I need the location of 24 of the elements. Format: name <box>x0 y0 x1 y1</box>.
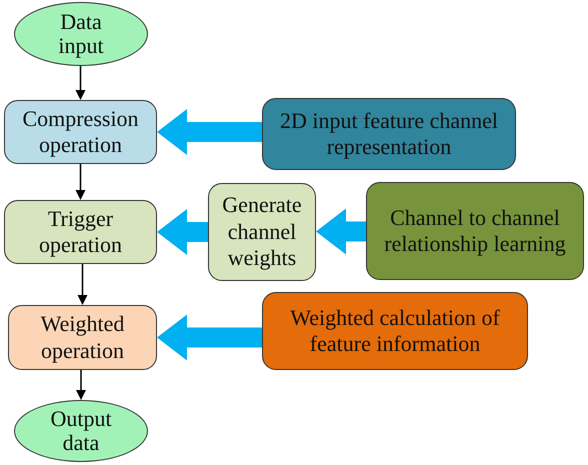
process-box <box>208 183 316 281</box>
node-label: Output data <box>49 406 113 456</box>
node-label: 2D input feature channel representation <box>278 108 500 160</box>
node-label: Weighted calculation of feature information <box>289 304 501 358</box>
arrow <box>76 66 86 100</box>
process-box <box>8 305 157 370</box>
process-box <box>4 200 157 264</box>
process-box <box>262 98 516 170</box>
block-arrow <box>157 314 262 360</box>
node-label: Compression operation <box>21 106 140 158</box>
arrow <box>78 264 88 305</box>
block-arrow <box>157 109 262 155</box>
process-box <box>4 100 157 164</box>
process-box <box>366 182 584 280</box>
process-box <box>262 292 528 370</box>
block-arrow <box>316 208 366 254</box>
arrow <box>76 370 86 400</box>
node-label: Channel to channel relationship learning <box>383 204 567 258</box>
node-label: Generate channel weights <box>221 192 303 272</box>
node-label: Weighted operation <box>40 311 126 364</box>
arrow <box>76 164 86 200</box>
node-label: Data input <box>57 10 105 58</box>
node-label: Trigger operation <box>38 206 124 258</box>
block-arrow <box>157 209 208 255</box>
